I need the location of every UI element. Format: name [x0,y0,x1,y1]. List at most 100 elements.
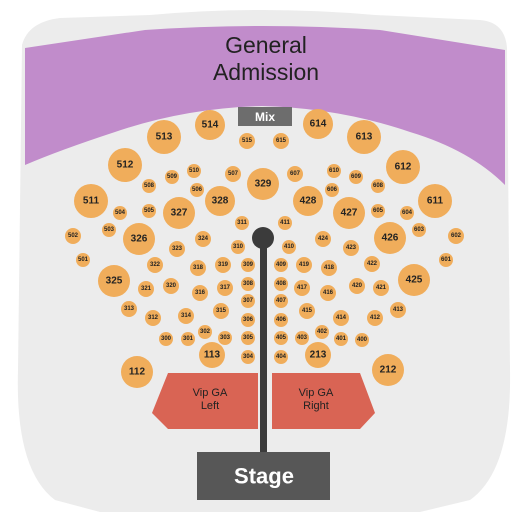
section-613-shape[interactable] [347,120,381,154]
section-413[interactable]: 413 [390,302,406,318]
section-607[interactable]: 607 [287,166,303,182]
section-320-shape[interactable] [163,278,179,294]
section-615-shape[interactable] [273,133,289,149]
section-419-shape[interactable] [296,257,312,273]
section-611[interactable]: 611 [418,184,452,218]
section-506[interactable]: 506 [190,183,204,197]
section-413-shape[interactable] [390,302,406,318]
section-326-shape[interactable] [123,223,155,255]
section-307[interactable]: 307 [241,294,255,308]
section-604[interactable]: 604 [400,206,414,220]
section-112-shape[interactable] [121,356,153,388]
section-426[interactable]: 426 [374,222,406,254]
section-403[interactable]: 403 [295,331,309,345]
section-314-shape[interactable] [178,308,194,324]
section-421[interactable]: 421 [373,280,389,296]
section-400-shape[interactable] [355,333,369,347]
section-400[interactable]: 400 [355,333,369,347]
section-303-shape[interactable] [218,331,232,345]
section-321[interactable]: 321 [138,281,154,297]
section-316[interactable]: 316 [192,285,208,301]
section-408[interactable]: 408 [274,277,288,291]
section-313[interactable]: 313 [121,301,137,317]
section-604-shape[interactable] [400,206,414,220]
section-614-shape[interactable] [303,109,333,139]
section-301-shape[interactable] [181,332,195,346]
section-318[interactable]: 318 [190,260,206,276]
section-213[interactable]: 213 [305,342,331,368]
section-610[interactable]: 610 [327,164,341,178]
section-415[interactable]: 415 [299,303,315,319]
section-329[interactable]: 329 [247,168,279,200]
section-417-shape[interactable] [294,280,310,296]
section-427[interactable]: 427 [333,197,365,229]
section-611-shape[interactable] [418,184,452,218]
section-416-shape[interactable] [320,285,336,301]
section-615[interactable]: 615 [273,133,289,149]
section-513-shape[interactable] [147,120,181,154]
section-113-shape[interactable] [199,342,225,368]
section-601[interactable]: 601 [439,253,453,267]
section-319[interactable]: 319 [215,257,231,273]
section-316-shape[interactable] [192,285,208,301]
section-424[interactable]: 424 [315,231,331,247]
section-512-shape[interactable] [108,148,142,182]
section-428[interactable]: 428 [293,186,323,216]
section-425[interactable]: 425 [398,264,430,296]
section-502[interactable]: 502 [65,228,81,244]
section-417[interactable]: 417 [294,280,310,296]
section-401-shape[interactable] [334,332,348,346]
section-323[interactable]: 323 [169,241,185,257]
section-419[interactable]: 419 [296,257,312,273]
section-414-shape[interactable] [333,310,349,326]
section-410-shape[interactable] [282,240,296,254]
section-412-shape[interactable] [367,310,383,326]
section-421-shape[interactable] [373,280,389,296]
section-212[interactable]: 212 [372,354,404,386]
section-305-shape[interactable] [241,331,255,345]
section-315[interactable]: 315 [213,303,229,319]
section-329-shape[interactable] [247,168,279,200]
section-317-shape[interactable] [217,280,233,296]
section-311-shape[interactable] [235,216,249,230]
section-415-shape[interactable] [299,303,315,319]
section-605-shape[interactable] [371,204,385,218]
section-402-shape[interactable] [315,325,329,339]
section-112[interactable]: 112 [121,356,153,388]
section-610-shape[interactable] [327,164,341,178]
section-312-shape[interactable] [145,310,161,326]
section-423[interactable]: 423 [343,240,359,256]
section-505[interactable]: 505 [142,204,156,218]
section-324[interactable]: 324 [195,231,211,247]
section-302-shape[interactable] [198,325,212,339]
section-213-shape[interactable] [305,342,331,368]
section-308[interactable]: 308 [241,277,255,291]
section-601-shape[interactable] [439,253,453,267]
section-509[interactable]: 509 [165,170,179,184]
section-403-shape[interactable] [295,331,309,345]
vip-ga-left-section[interactable] [152,373,258,429]
section-310[interactable]: 310 [231,240,245,254]
section-501-shape[interactable] [76,253,90,267]
section-602-shape[interactable] [448,228,464,244]
section-414[interactable]: 414 [333,310,349,326]
section-411[interactable]: 411 [278,216,292,230]
section-304-shape[interactable] [241,350,255,364]
section-325[interactable]: 325 [98,265,130,297]
section-409-shape[interactable] [274,258,288,272]
section-424-shape[interactable] [315,231,331,247]
section-328[interactable]: 328 [205,186,235,216]
section-404[interactable]: 404 [274,350,288,364]
section-212-shape[interactable] [372,354,404,386]
section-409[interactable]: 409 [274,258,288,272]
section-608-shape[interactable] [371,179,385,193]
section-407[interactable]: 407 [274,294,288,308]
section-503-shape[interactable] [102,223,116,237]
section-422-shape[interactable] [364,256,380,272]
section-319-shape[interactable] [215,257,231,273]
section-510-shape[interactable] [187,164,201,178]
section-326[interactable]: 326 [123,223,155,255]
section-613[interactable]: 613 [347,120,381,154]
section-511-shape[interactable] [74,184,108,218]
section-309[interactable]: 309 [241,258,255,272]
